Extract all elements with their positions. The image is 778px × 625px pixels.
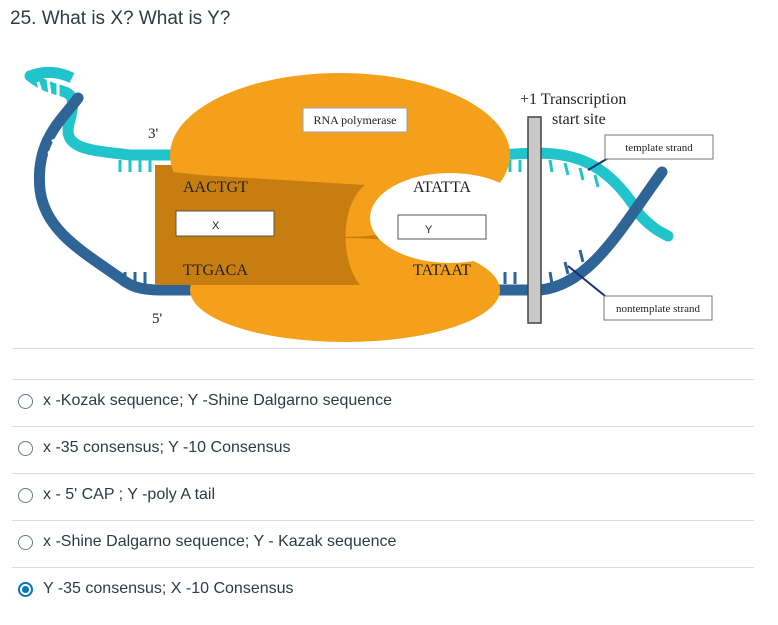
- template-rungs: [118, 159, 600, 188]
- x-box-label: X: [212, 220, 220, 232]
- bottom-right-seq: TATAAT: [413, 262, 471, 279]
- answer-option-1[interactable]: x -Kozak sequence; Y -Shine Dalgarno seq…: [18, 381, 754, 421]
- three-prime-label: 3': [148, 126, 159, 142]
- template-strand-label: template strand: [625, 142, 693, 154]
- option-label: x - 5' CAP ; Y -poly A tail: [43, 486, 216, 503]
- x-box: [175, 210, 275, 237]
- option-label: x -Kozak sequence; Y -Shine Dalgarno seq…: [43, 392, 392, 409]
- helix-rungs: [36, 79, 63, 160]
- tss-label-line1: +1 Transcription: [520, 91, 626, 108]
- option-label: x -Shine Dalgarno sequence; Y - Kazak se…: [43, 533, 397, 550]
- rna-polymerase-label-box: [302, 107, 408, 133]
- divider: [12, 348, 754, 349]
- nontemplate-strand-label: nontemplate strand: [616, 303, 701, 315]
- option-label: x -35 consensus; Y -10 Consensus: [43, 439, 291, 456]
- nontemplate-strand-shape: [33, 92, 668, 296]
- divider: [12, 520, 754, 521]
- template-strand-box: [604, 134, 714, 160]
- divider: [12, 379, 754, 380]
- tss-label-line2: start site: [552, 111, 606, 128]
- divider: [12, 567, 754, 568]
- radio-button[interactable]: [18, 440, 33, 456]
- top-left-seq: AACTGT: [183, 179, 248, 196]
- transcription-diagram: RNA polymerase 3' 5' AACTGT TTGACA ATATT…: [24, 66, 714, 342]
- y-box-label: Y: [425, 224, 433, 236]
- y-box: [397, 214, 487, 240]
- answer-option-3[interactable]: x - 5' CAP ; Y -poly A tail: [18, 475, 754, 515]
- radio-button-selected[interactable]: [18, 581, 33, 597]
- rna-polymerase-label: RNA polymerase: [314, 113, 397, 127]
- nontemplate-rungs: [123, 249, 585, 285]
- top-right-seq: ATATTA: [413, 179, 471, 196]
- radio-button[interactable]: [18, 393, 33, 409]
- radio-button[interactable]: [18, 487, 33, 503]
- radio-button[interactable]: [18, 534, 33, 550]
- bottom-left-seq: TTGACA: [183, 262, 248, 279]
- nontemplate-pointer: [567, 265, 611, 301]
- option-label: Y -35 consensus; X -10 Consensus: [43, 580, 294, 597]
- nontemplate-strand-box: [603, 295, 713, 321]
- divider: [12, 426, 754, 427]
- question-title: 25. What is X? What is Y?: [10, 8, 231, 29]
- answer-option-2[interactable]: x -35 consensus; Y -10 Consensus: [18, 428, 754, 468]
- answer-option-5[interactable]: Y -35 consensus; X -10 Consensus: [18, 569, 754, 609]
- tss-bar: [527, 116, 542, 324]
- five-prime-label: 5': [152, 311, 163, 327]
- answer-option-4[interactable]: x -Shine Dalgarno sequence; Y - Kazak se…: [18, 522, 754, 562]
- divider: [12, 473, 754, 474]
